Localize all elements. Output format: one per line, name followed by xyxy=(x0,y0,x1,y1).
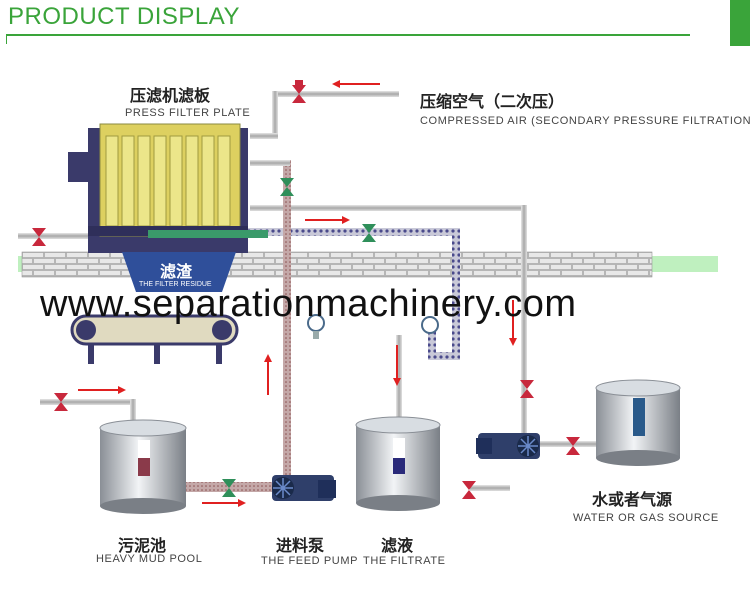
watermark-url: www.separationmachinery.com xyxy=(40,283,577,325)
compressed-air-pipe xyxy=(250,91,399,139)
valve-return xyxy=(520,380,534,398)
water-pump xyxy=(476,433,540,459)
mud-pool-tank xyxy=(99,419,187,514)
press-filter xyxy=(68,123,268,253)
compressed-air-en: COMPRESSED AIR (SECONDARY PRESSURE FILTR… xyxy=(420,115,750,127)
feed-pump-cn: 进料泵 xyxy=(276,536,325,555)
flow-arrows xyxy=(78,80,517,507)
header-underline-tick xyxy=(6,34,7,44)
valve-compressed-air xyxy=(292,80,306,103)
valve-mud-inlet xyxy=(54,393,68,411)
filtrate-tank xyxy=(355,416,441,511)
valve-filtrate xyxy=(362,224,376,242)
return-pipe xyxy=(250,205,527,440)
conveyor xyxy=(70,314,239,364)
mud-inlet-pipe xyxy=(40,399,136,427)
pressure-gauge-filtrate xyxy=(421,316,439,334)
valve-water-right xyxy=(566,437,580,455)
water-gas-source-cn: 水或者气源 xyxy=(592,490,673,509)
feed-riser xyxy=(250,160,291,480)
page-title: PRODUCT DISPLAY xyxy=(8,3,240,30)
header-bar: PRODUCT DISPLAY xyxy=(0,0,750,48)
filter-plates xyxy=(105,135,231,227)
heavy-mud-pool-en: HEAVY MUD POOL xyxy=(96,553,203,565)
pressure-gauge-feed xyxy=(307,314,325,339)
valve-feed-top xyxy=(280,178,294,196)
brick-floor xyxy=(21,251,653,278)
residue-hopper xyxy=(122,252,236,292)
press-filter-plate-cn: 压滤机滤板 xyxy=(130,86,211,105)
feed-pump-en: THE FEED PUMP xyxy=(261,555,359,567)
filtrate-line xyxy=(240,228,460,360)
header-underline xyxy=(6,34,690,36)
mud-feed-pipe xyxy=(185,482,275,492)
valve-feed-pump xyxy=(222,479,236,497)
feed-pump xyxy=(272,475,336,501)
filter-residue-en: THE FILTER RESIDUE xyxy=(139,281,212,288)
valve-filtrate-out xyxy=(462,481,476,499)
filter-residue-cn: 滤渣 xyxy=(160,262,193,281)
filtrate-cn: 滤液 xyxy=(381,536,414,555)
filtrate-en: THE FILTRATE xyxy=(363,555,446,567)
left-inlet-pipe xyxy=(18,233,148,239)
water-gas-source-en: WATER OR GAS SOURCE xyxy=(573,512,719,524)
header-accent-block xyxy=(730,0,750,46)
valve-left-inlet xyxy=(32,228,46,246)
compressed-air-cn: 压缩空气（二次压） xyxy=(420,92,565,111)
heavy-mud-pool-cn: 污泥池 xyxy=(118,536,167,555)
press-filter-plate-en: PRESS FILTER PLATE xyxy=(125,107,251,119)
water-supply-pipe xyxy=(470,441,598,491)
water-source-tank xyxy=(595,379,681,466)
